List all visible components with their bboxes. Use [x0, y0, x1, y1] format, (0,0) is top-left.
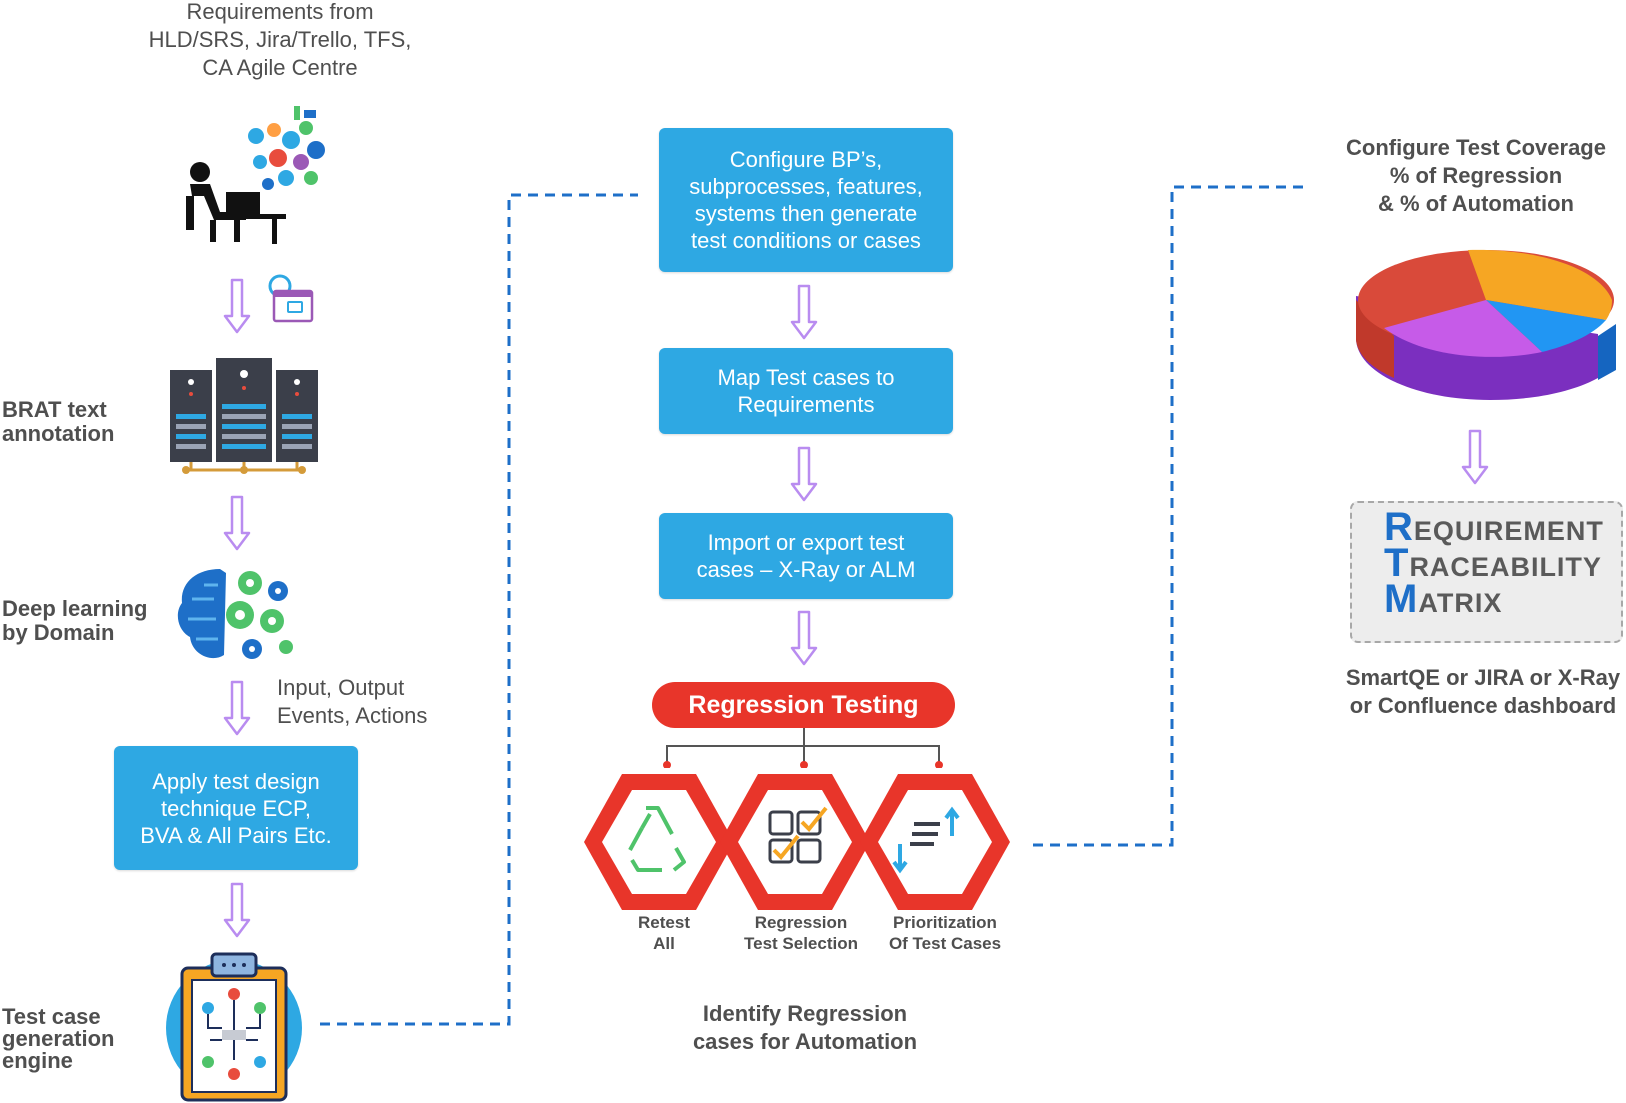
- regression-hexagons: [584, 774, 1010, 910]
- brat-label: BRAT text annotation: [2, 397, 115, 446]
- down-arrow-icon: [1461, 429, 1489, 485]
- branch-lines: [663, 728, 943, 768]
- sort-priority-icon: [892, 806, 960, 874]
- clipboard-flowchart-icon: [166, 952, 302, 1102]
- hexagon-prioritization: [860, 774, 1010, 910]
- requirements-label: Requirements from HLD/SRS, Jira/Trello, …: [148, 0, 412, 80]
- connector-engine-to-configure: [320, 193, 638, 1026]
- coverage-label: Configure Test Coverage % of Regression …: [1346, 135, 1606, 216]
- recycle-icon: [628, 806, 686, 872]
- input-output-label: Input, Output Events, Actions: [277, 675, 428, 728]
- rtm-line-requirement: REQUIREMENT: [1384, 505, 1604, 549]
- brain-gears-icon: [177, 569, 293, 659]
- regression-selection-caption: Regression Test Selection: [744, 913, 858, 953]
- down-arrow-icon: [790, 284, 818, 340]
- server-rack-icon: [170, 358, 318, 474]
- test-case-engine-label: Test case generation engine: [2, 1004, 115, 1073]
- down-arrow-icon: [223, 278, 251, 334]
- prioritization-caption: Prioritization Of Test Cases: [888, 913, 1002, 953]
- regression-testing-pill: Regression Testing: [652, 682, 955, 728]
- down-arrow-icon: [790, 610, 818, 666]
- code-document-icon: [268, 274, 314, 323]
- rtm-line-traceability: TRACEABILITY: [1384, 541, 1602, 585]
- import-export-box: Import or export test cases – X-Ray or A…: [659, 513, 953, 599]
- configure-bp-box: Configure BP’s, subprocesses, features, …: [659, 128, 953, 272]
- dashboard-label: SmartQE or JIRA or X-Ray or Confluence d…: [1345, 665, 1621, 718]
- person-at-computer-icon: [186, 106, 325, 244]
- checklist-grid-icon: [768, 806, 828, 864]
- test-design-box: Apply test design technique ECP, BVA & A…: [114, 746, 358, 870]
- down-arrow-icon: [223, 680, 251, 736]
- rtm-box: REQUIREMENT TRACEABILITY MATRIX: [1350, 501, 1623, 643]
- connector-regression-to-coverage: [1033, 185, 1305, 847]
- map-test-cases-box: Map Test cases to Requirements: [659, 348, 953, 434]
- retest-all-caption: Retest All: [638, 913, 690, 953]
- down-arrow-icon: [223, 495, 251, 551]
- down-arrow-icon: [223, 882, 251, 938]
- pie-chart-3d-icon: [1356, 249, 1616, 400]
- deep-learning-label: Deep learning by Domain: [2, 596, 148, 645]
- down-arrow-icon: [790, 446, 818, 502]
- identify-regression-label: Identify Regression cases for Automation: [692, 1001, 918, 1054]
- hexagon-retest-all: [584, 774, 734, 910]
- rtm-line-matrix: MATRIX: [1384, 577, 1503, 621]
